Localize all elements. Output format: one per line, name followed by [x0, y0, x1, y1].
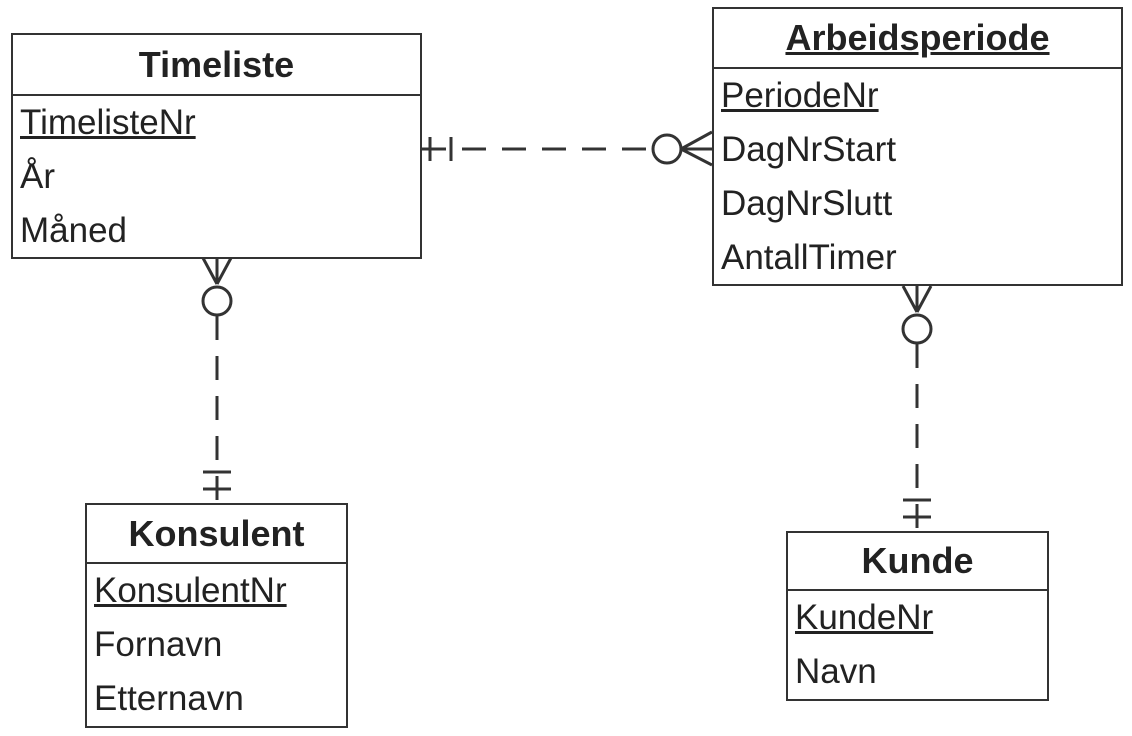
entity-title: Kunde — [788, 533, 1047, 591]
crowfoot-right — [215, 257, 233, 285]
attribute: Fornavn — [94, 625, 223, 664]
entity-konsulent: Konsulent KonsulentNr Fornavn Etternavn — [85, 503, 348, 728]
attribute: DagNrStart — [721, 130, 897, 169]
entity-title: Timeliste — [13, 35, 420, 96]
entity-timeliste: Timeliste TimelisteNr År Måned — [11, 33, 422, 259]
zero-optional-circle — [901, 313, 933, 345]
primary-key-attribute: TimelisteNr — [20, 103, 196, 142]
attribute: AntallTimer — [721, 238, 897, 277]
attribute: Navn — [795, 652, 877, 691]
zero-optional-circle — [201, 285, 233, 317]
attribute: Måned — [20, 211, 128, 250]
entity-title: Konsulent — [87, 505, 346, 564]
crowfoot-top — [680, 130, 713, 151]
entity-kunde: Kunde KundeNr Navn — [786, 531, 1049, 701]
attribute: Etternavn — [94, 679, 244, 718]
zero-optional-circle — [651, 133, 683, 165]
crowfoot-bottom — [680, 147, 713, 167]
crowfoot-left — [901, 285, 919, 313]
attribute: År — [20, 157, 55, 196]
entity-arbeidsperiode: Arbeidsperiode PeriodeNr DagNrStart DagN… — [712, 7, 1123, 286]
entity-title: Arbeidsperiode — [714, 9, 1121, 69]
attribute: DagNrSlutt — [721, 184, 893, 223]
primary-key-attribute: PeriodeNr — [721, 76, 879, 115]
crowfoot-left — [201, 257, 219, 285]
crowfoot-right — [915, 285, 933, 313]
primary-key-attribute: KundeNr — [795, 598, 934, 637]
primary-key-attribute: KonsulentNr — [94, 571, 287, 610]
